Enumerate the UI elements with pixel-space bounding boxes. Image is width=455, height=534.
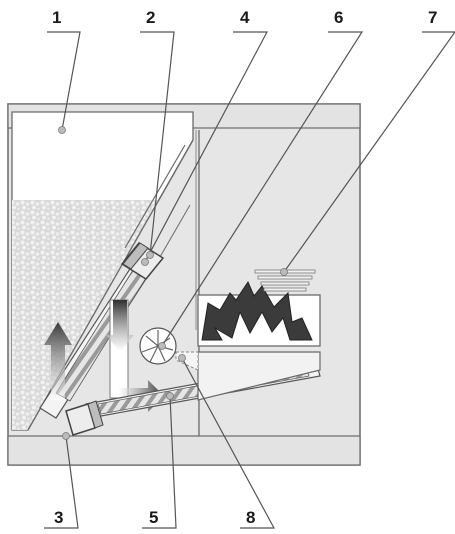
callout-7: 7	[428, 8, 437, 27]
callout-labels: 1 2 4 6 7 3 5 8	[52, 8, 437, 527]
pellet-flow-arrow-up	[44, 322, 72, 400]
callout-6: 6	[334, 8, 343, 27]
leader-lines	[44, 31, 455, 529]
callout-3: 3	[54, 508, 63, 527]
leader-markers	[58, 126, 288, 440]
callout-4: 4	[240, 8, 250, 27]
combustion-chamber	[197, 280, 321, 401]
callout-2: 2	[146, 8, 155, 27]
flame-icon	[201, 280, 313, 341]
callout-8: 8	[246, 508, 255, 527]
pellet-flow-arrow-down	[106, 300, 134, 352]
fan-icon	[139, 327, 199, 371]
callout-1: 1	[52, 8, 61, 27]
lower-motor	[65, 400, 104, 436]
callout-5: 5	[149, 508, 158, 527]
